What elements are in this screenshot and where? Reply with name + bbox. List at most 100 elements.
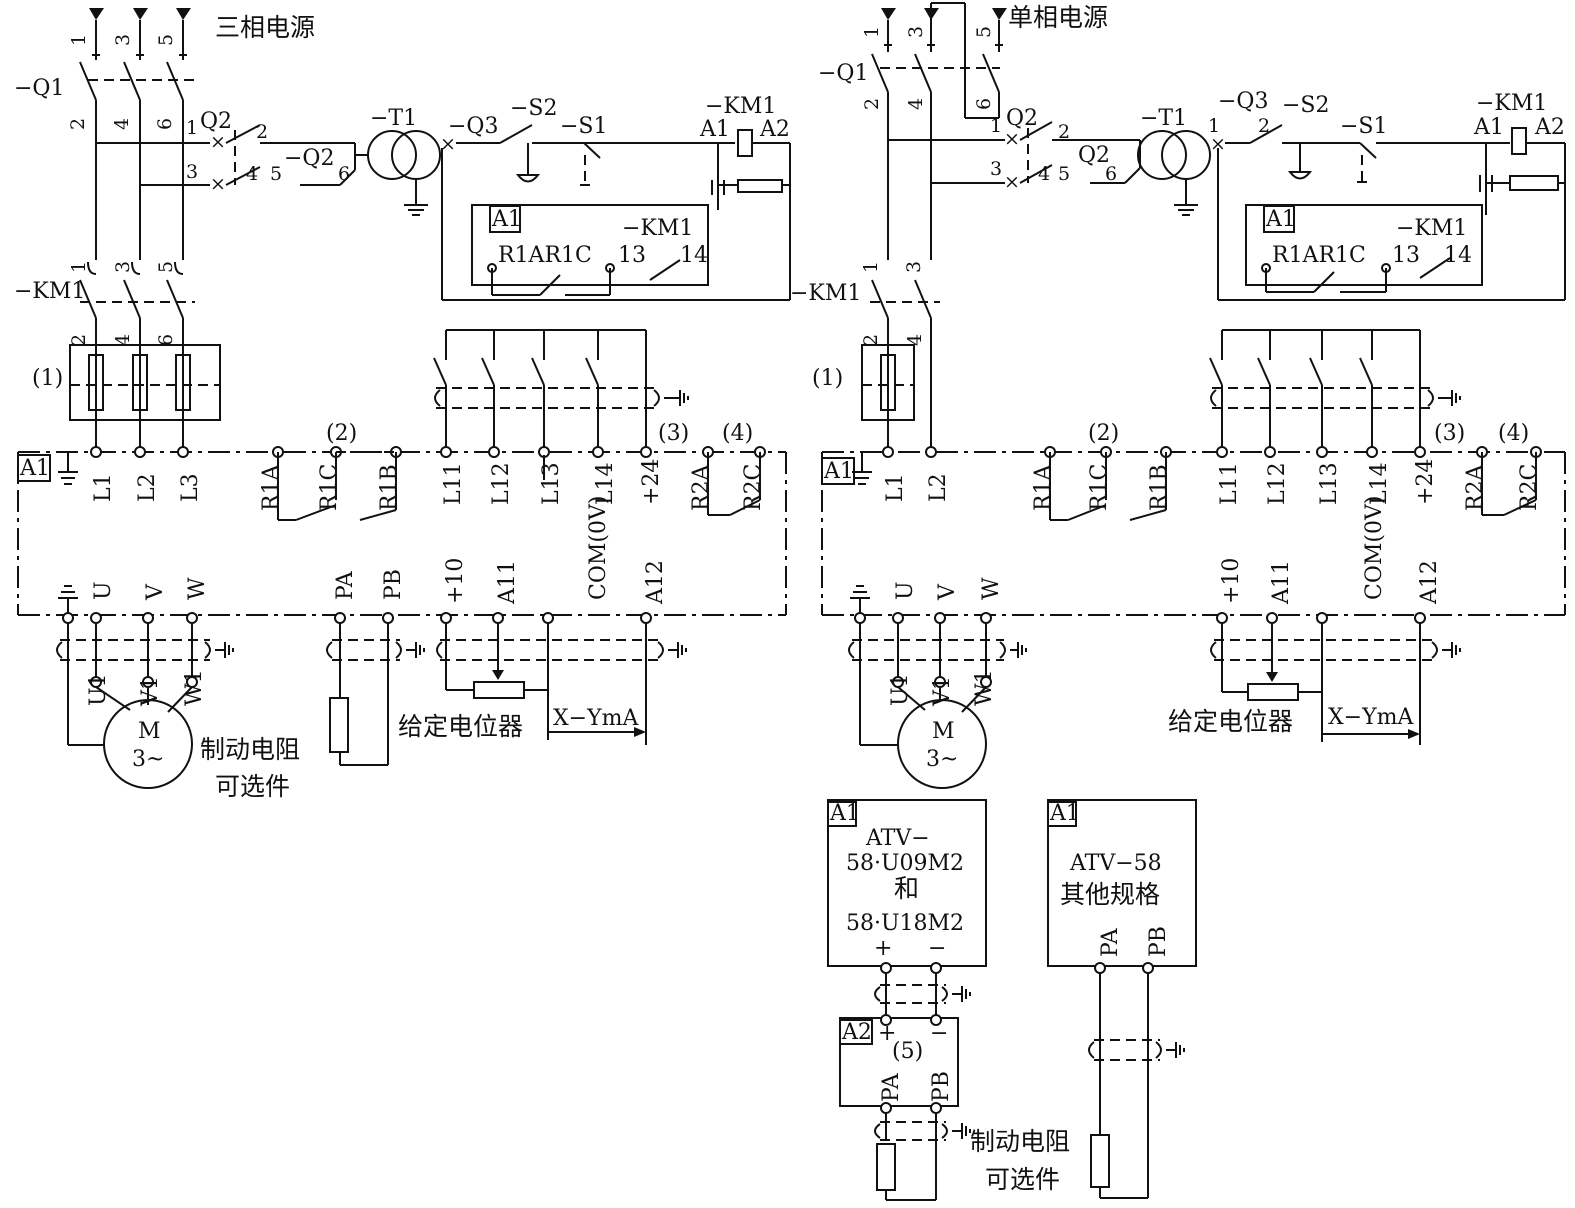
left-bottom-terminals: U V W PA PB +10 A11 A12 <box>58 558 668 624</box>
r-term-24v: +24 <box>1413 459 1438 505</box>
box-other-a1: A1 <box>1049 801 1080 826</box>
r-q3-1: 1 <box>1208 115 1220 137</box>
right-note-4: (4) <box>1498 421 1529 446</box>
box-other-line2: 其他规格 <box>1060 880 1160 909</box>
right-a1-box-label: A1 <box>1265 207 1296 232</box>
term-l13: L13 <box>539 462 564 505</box>
left-motor-circuit: U1 V1 W1 M 3~ 制动电阻 可选件 <box>56 623 300 801</box>
left-coil-a2: A2 <box>759 117 790 142</box>
r-q3-2: 2 <box>1258 115 1270 137</box>
left-brake-label2: 可选件 <box>215 772 290 801</box>
left-note-3: (3) <box>658 421 689 446</box>
left-t1-label: −T1 <box>370 106 417 131</box>
left-km1-main-label: −KM1 <box>14 279 85 304</box>
right-control-circuit: 1 Q2 2 3 4 5 Q2 6 ×× −T1 −Q3 1 2 × −S2 −… <box>888 89 1566 301</box>
right-logic-inputs: (2) (3) (4) <box>1088 329 1529 450</box>
right-km1-coil <box>1511 127 1527 155</box>
right-motor-sub: 3~ <box>926 747 958 772</box>
term-v: V <box>143 583 168 601</box>
phase-5-label: 5 <box>155 34 177 46</box>
left-drive-a1: A1 <box>19 456 50 481</box>
r-km1-in-3: 3 <box>903 261 925 273</box>
box-small-line2: 58·U09M2 <box>846 851 964 876</box>
right-q2b-label: Q2 <box>1078 143 1110 168</box>
r-km1-out-2: 2 <box>860 334 882 346</box>
motor-w1: W1 <box>182 669 207 706</box>
r-term-l2: L2 <box>926 473 951 502</box>
r-q2-5: 5 <box>1058 163 1070 185</box>
left-brake-resistor <box>326 623 425 766</box>
q1-out-4: 4 <box>111 118 133 130</box>
left-q3-label: −Q3 <box>448 114 498 139</box>
r-aux-13: 13 <box>1392 243 1420 268</box>
right-t1-label: −T1 <box>1140 106 1187 131</box>
box-small-line4: 58·U18M2 <box>846 911 964 936</box>
box-a2-pb: PB <box>929 1071 954 1102</box>
r-term-l14: L14 <box>1367 462 1392 505</box>
left-aux-14: 14 <box>680 243 708 268</box>
r-phase-5: 5 <box>973 26 995 38</box>
left-pot-label: 给定电位器 <box>398 712 523 741</box>
term-r1c: R1C <box>317 464 342 511</box>
right-motor <box>897 699 987 789</box>
left-drive-block: A1 L1 L2 L3 R1A R1C R1B L11 L12 L13 L14 … <box>17 446 787 616</box>
r-term-r1a: R1A <box>1031 463 1056 511</box>
r-term-v: V <box>935 583 960 601</box>
svg-text:×: × <box>440 133 456 155</box>
r-q2-6: 6 <box>1105 163 1117 185</box>
km1-out-4: 4 <box>112 334 134 346</box>
left-s2-label: −S2 <box>510 96 558 121</box>
left-a1-box-label: A1 <box>491 207 522 232</box>
left-km1-coil-label: −KM1 <box>705 94 776 119</box>
left-q1-label: −Q1 <box>14 76 64 101</box>
left-relay-contacts: R1AR1C <box>498 243 592 268</box>
term-a11: A11 <box>495 560 520 605</box>
r-phase-3: 3 <box>905 26 927 38</box>
left-motor-label: M <box>138 719 161 744</box>
right-q3-label: −Q3 <box>1218 89 1268 114</box>
term-l12: L12 <box>489 462 514 505</box>
r-term-l1: L1 <box>883 473 908 502</box>
left-com-label: COM(0V) <box>586 496 611 600</box>
r-km1-in-1: 1 <box>860 261 882 273</box>
r-q1-out-2: 2 <box>861 98 883 110</box>
r-q1-out-4: 4 <box>905 98 927 110</box>
r-q1-out-6: 6 <box>973 98 995 110</box>
r-term-r1b: R1B <box>1147 464 1172 511</box>
right-motor-circuit: U1 V1 W1 M 3~ <box>848 623 1027 789</box>
left-motor-sub: 3~ <box>132 747 164 772</box>
r-term-l11: L11 <box>1217 462 1242 505</box>
svg-text:×: × <box>1004 128 1020 150</box>
term-l1: L1 <box>91 473 116 502</box>
r-coil-a1: A1 <box>1473 115 1504 140</box>
term-r1b: R1B <box>377 464 402 511</box>
left-supply: 1 3 5 三相电源 <box>68 8 315 55</box>
box-note-5: (5) <box>892 1039 923 1064</box>
svg-text:×: × <box>1210 133 1226 155</box>
left-note-2: (2) <box>326 421 357 446</box>
right-km1-main: −KM1 1 3 2 4 (1) <box>790 261 940 450</box>
left-q2-label: Q2 <box>200 109 232 134</box>
box-a2-label: A2 <box>841 1020 872 1045</box>
r-term-r1c: R1C <box>1087 464 1112 511</box>
km1-out-2: 2 <box>68 334 90 346</box>
right-potentiometer: 给定电位器 X−YmA <box>1168 623 1461 745</box>
right-km1-aux-label: −KM1 <box>1396 216 1467 241</box>
right-km1-main-label: −KM1 <box>790 281 861 306</box>
phase-3-label: 3 <box>112 34 134 46</box>
right-s2-label: −S2 <box>1282 93 1330 118</box>
box-small-drive: A1 ATV− 58·U09M2 和 58·U18M2 + − A2 + − (… <box>827 799 1070 1201</box>
r-q2-2: 2 <box>1058 121 1070 143</box>
left-aux-13: 13 <box>618 243 646 268</box>
term-l3: L3 <box>178 473 203 502</box>
right-note-2: (2) <box>1088 421 1119 446</box>
km1-out-6: 6 <box>155 334 177 346</box>
r-q2-3: 3 <box>990 158 1002 180</box>
km1-in-5: 5 <box>155 261 177 273</box>
box-brake-label2: 可选件 <box>985 1165 1060 1194</box>
right-note-3: (3) <box>1434 421 1465 446</box>
left-logic-inputs: (2) (3) (4) <box>326 329 753 450</box>
term-l11: L11 <box>441 462 466 505</box>
left-xy-label: X−YmA <box>553 706 639 731</box>
right-drive-block: A1 L1 L2 R1A R1C R1B L11 L12 L13 L14 +24… <box>821 446 1566 616</box>
